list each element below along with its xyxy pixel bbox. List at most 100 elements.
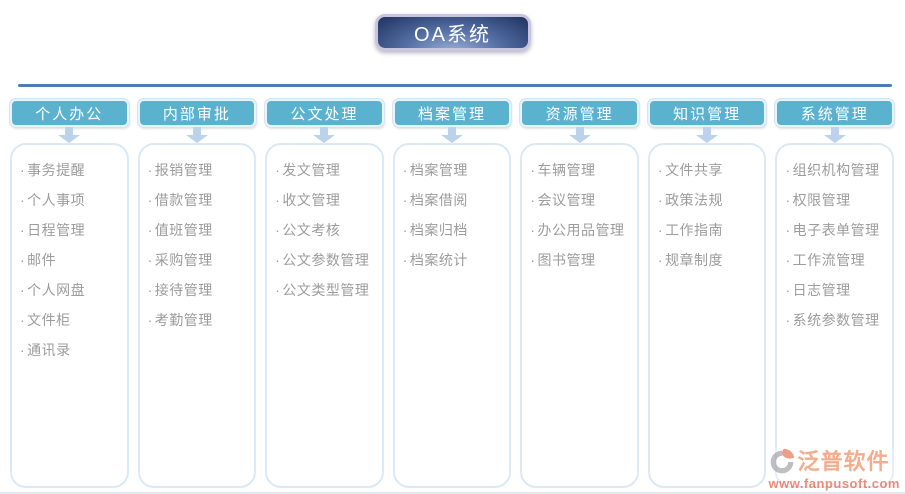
- module-item-label: 会议管理: [537, 192, 596, 208]
- module-header: 内部审批: [137, 99, 257, 127]
- module-item: ·值班管理: [148, 215, 251, 245]
- bullet: ·: [530, 162, 536, 178]
- module-item-label: 档案归档: [409, 222, 468, 238]
- module-item: ·采购管理: [148, 245, 251, 275]
- module-item: ·工作流管理: [785, 245, 888, 275]
- bullet: ·: [657, 252, 664, 268]
- module-item-list: ·发文管理 ·收文管理 ·公文考核 ·公文参数管理 ·公文类型管理: [265, 143, 384, 488]
- module-item-label: 组织机构管理: [792, 162, 880, 178]
- module-item-label: 工作指南: [665, 222, 724, 238]
- module-item: ·邮件: [20, 245, 123, 275]
- arrow-down-connector: [313, 127, 336, 143]
- module-item-label: 政策法规: [665, 192, 724, 208]
- bullet: ·: [275, 282, 281, 298]
- bullet: ·: [20, 222, 26, 238]
- module-item-label: 公文考核: [282, 222, 341, 238]
- bullet: ·: [147, 222, 153, 238]
- module-item-label: 邮件: [27, 252, 57, 268]
- module-item-list: ·组织机构管理 ·权限管理 ·电子表单管理 ·工作流管理 ·日志管理 ·系统参数…: [775, 143, 895, 488]
- bullet: ·: [402, 252, 408, 268]
- bullet: ·: [402, 162, 408, 178]
- module-header: 档案管理: [392, 99, 512, 127]
- module-item: ·报销管理: [148, 155, 251, 185]
- module-item-label: 公文参数管理: [282, 252, 370, 268]
- arrow-head: [823, 135, 846, 143]
- bullet: ·: [20, 252, 26, 268]
- module-item: ·电子表单管理: [785, 215, 888, 245]
- module-item-label: 车辆管理: [537, 162, 596, 178]
- module-item-label: 档案管理: [409, 162, 468, 178]
- module-item: ·收文管理: [275, 185, 378, 215]
- watermark-brand: 泛普软件: [797, 449, 890, 474]
- module-item-label: 公文类型管理: [282, 282, 370, 298]
- module-header: 资源管理: [520, 99, 639, 127]
- module-column: 系统管理 ·组织机构管理 ·权限管理 ·电子表单管理 ·工作流管理 ·日志管理 …: [775, 99, 895, 488]
- module-item: ·公文类型管理: [275, 275, 378, 305]
- module-item: ·公文考核: [275, 215, 378, 245]
- module-item: ·权限管理: [785, 185, 888, 215]
- fanpu-logo-icon: [771, 448, 795, 474]
- module-item: ·借款管理: [148, 185, 251, 215]
- module-column: 知识管理 ·文件共享 ·政策法规 ·工作指南 ·规章制度: [647, 99, 767, 488]
- module-item: ·个人事项: [20, 185, 123, 215]
- bullet: ·: [147, 162, 153, 178]
- module-item-label: 个人网盘: [27, 282, 86, 298]
- module-item: ·组织机构管理: [785, 155, 888, 185]
- bullet: ·: [785, 252, 791, 268]
- watermark: 泛普软件 www.fanpusoft.com: [768, 448, 900, 491]
- module-item: ·档案管理: [403, 155, 506, 185]
- module-item: ·工作指南: [658, 215, 761, 245]
- module-item-label: 日程管理: [27, 222, 86, 238]
- bullet: ·: [785, 162, 791, 178]
- module-item-list: ·档案管理 ·档案借阅 ·档案归档 ·档案统计: [392, 143, 512, 488]
- bullet: ·: [147, 252, 153, 268]
- bullet: ·: [275, 192, 281, 208]
- module-item-label: 个人事项: [27, 192, 86, 208]
- module-item-label: 值班管理: [154, 222, 213, 238]
- module-header-label: 个人办公: [35, 105, 104, 123]
- arrow-head: [441, 135, 464, 143]
- module-item: ·档案归档: [403, 215, 506, 245]
- module-item-label: 采购管理: [154, 252, 213, 268]
- watermark-brand-row: 泛普软件: [768, 448, 900, 476]
- module-item-label: 通讯录: [27, 342, 71, 358]
- arrow-stem: [65, 127, 74, 135]
- module-item-label: 借款管理: [154, 192, 213, 208]
- module-item-label: 文件柜: [27, 312, 71, 328]
- module-item-label: 档案借阅: [409, 192, 468, 208]
- arrow-stem: [830, 127, 839, 135]
- module-column: 档案管理 ·档案管理 ·档案借阅 ·档案归档 ·档案统计: [392, 99, 512, 488]
- module-item-label: 接待管理: [154, 282, 213, 298]
- module-item-label: 工作流管理: [792, 252, 866, 268]
- module-column: 资源管理 ·车辆管理 ·会议管理 ·办公用品管理 ·图书管理: [520, 99, 639, 488]
- watermark-url: www.fanpusoft.com: [768, 476, 900, 491]
- module-item-label: 系统参数管理: [792, 312, 880, 328]
- arrow-stem: [448, 127, 457, 135]
- bullet: ·: [530, 222, 536, 238]
- page-title: OA系统: [374, 14, 531, 51]
- module-item-label: 档案统计: [409, 252, 468, 268]
- module-item-label: 日志管理: [792, 282, 851, 298]
- bullet: ·: [785, 282, 791, 298]
- module-item: ·文件柜: [20, 305, 123, 335]
- bullet: ·: [275, 252, 281, 268]
- bullet: ·: [785, 192, 791, 208]
- bullet: ·: [657, 192, 664, 208]
- module-header-label: 系统管理: [800, 105, 869, 123]
- arrow-down-connector: [696, 127, 719, 143]
- module-header-label: 知识管理: [673, 105, 742, 123]
- module-header-label: 档案管理: [418, 105, 487, 123]
- bullet: ·: [20, 282, 26, 298]
- module-item-list: ·报销管理 ·借款管理 ·值班管理 ·采购管理 ·接待管理 ·考勤管理: [137, 143, 257, 488]
- bullet: ·: [657, 222, 664, 238]
- module-item: ·接待管理: [148, 275, 251, 305]
- bullet: ·: [657, 162, 664, 178]
- module-columns: 个人办公 ·事务提醒 ·个人事项 ·日程管理 ·邮件 ·个人网盘 ·文件柜 ·通…: [10, 99, 895, 488]
- module-item: ·会议管理: [530, 185, 633, 215]
- module-item: ·档案借阅: [403, 185, 506, 215]
- divider-line: [18, 84, 892, 87]
- module-item-label: 办公用品管理: [537, 222, 625, 238]
- bullet: ·: [20, 192, 26, 208]
- arrow-stem: [320, 127, 329, 135]
